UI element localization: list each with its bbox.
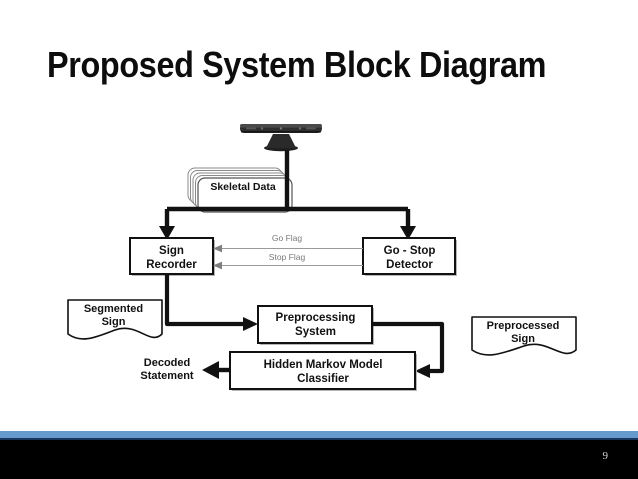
flag-connectors [221, 247, 363, 267]
preprocessed-sign-node [471, 316, 577, 356]
sign-recorder-node [129, 237, 215, 276]
arrowhead-to-hmm [415, 364, 430, 378]
arrowhead-to-sign-recorder [159, 226, 175, 240]
sensor-split-connector [164, 150, 411, 228]
skeletal-data-node [187, 167, 293, 213]
recorder-to-preprocessing-connector [164, 274, 244, 327]
page-number: 9 [602, 450, 609, 462]
preprocessing-system-node [257, 305, 374, 345]
footer-accent-bar [0, 431, 638, 438]
preprocessing-to-hmm-connector [372, 321, 445, 374]
go-stop-detector-node [362, 237, 457, 276]
arrowhead-to-preprocessing [243, 317, 258, 331]
hmm-classifier-node [229, 351, 417, 391]
arrowhead-to-go-stop [400, 226, 416, 240]
block-diagram: Skeletal Data Sign Recorder Go - Stop De… [67, 124, 577, 391]
diagram-canvas [67, 124, 577, 391]
arrowhead-go-flag [213, 244, 222, 253]
kinect-sensor-icon [240, 124, 322, 152]
arrowhead-to-decoded [202, 361, 219, 379]
footer-bar [0, 440, 638, 479]
arrowhead-stop-flag [213, 261, 222, 270]
segmented-sign-node [67, 299, 163, 340]
footer-navy-line [0, 438, 638, 440]
page-title: Proposed System Block Diagram [47, 44, 547, 85]
